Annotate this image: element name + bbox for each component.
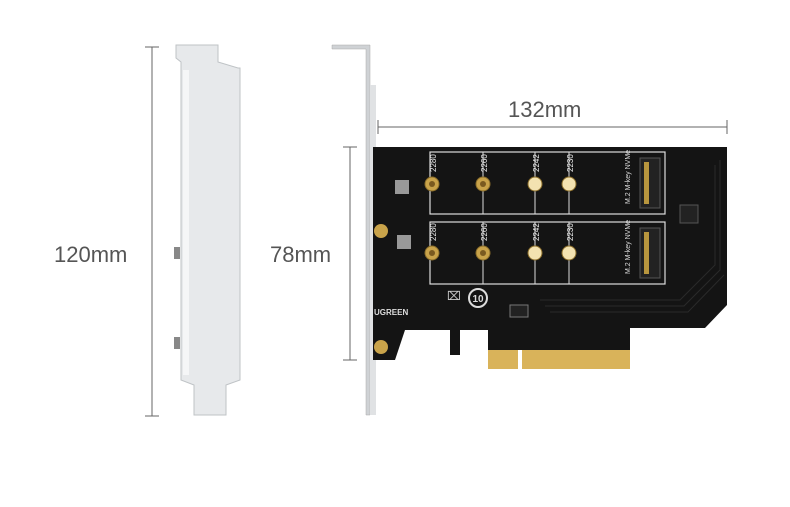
slot-length-label: 2230 <box>566 223 575 241</box>
standoff-center <box>429 250 435 256</box>
chip <box>509 304 529 318</box>
slot-length-label: 2242 <box>532 154 541 172</box>
slot-length-label: 2260 <box>480 223 489 241</box>
standoff-hole <box>561 245 577 261</box>
slot-length-label: 2260 <box>480 154 489 172</box>
bracket-front <box>175 44 241 416</box>
height-dimension-line <box>145 46 159 417</box>
eco-mark: 10 <box>472 294 484 305</box>
standoff-center <box>480 250 486 256</box>
card-height-label: 78mm <box>270 242 332 267</box>
standoff-hole <box>527 245 543 261</box>
slot-type-label: M.2 M-key NVMe <box>625 150 632 204</box>
screw <box>374 340 388 354</box>
m2-connector <box>639 157 661 209</box>
card-height-dimension-line <box>343 146 357 361</box>
standoff-hole <box>527 176 543 192</box>
controller-chip <box>679 204 699 224</box>
weee-bin-icon: ⌧ <box>447 289 461 303</box>
key-notch <box>518 350 522 369</box>
connector-pins <box>644 232 649 274</box>
slot-type-label: M.2 M-key NVMe <box>625 220 632 274</box>
standoff-hole <box>561 176 577 192</box>
bracket-tab <box>174 337 180 349</box>
slot-length-label: 2230 <box>566 154 575 172</box>
screw <box>374 224 388 238</box>
eco-mark-icon <box>468 288 488 308</box>
chip <box>397 235 411 249</box>
standoff-center <box>429 181 435 187</box>
m2-connector <box>639 227 661 279</box>
pcb-board <box>373 147 727 360</box>
standoff-center <box>480 181 486 187</box>
chip <box>395 180 409 194</box>
card-length-dimension-line <box>377 120 728 134</box>
slot-length-label: 2242 <box>532 223 541 241</box>
pcb-traces <box>540 160 725 313</box>
brand-logo: UGREEN <box>374 308 408 317</box>
bracket-tab <box>174 247 180 259</box>
connector-pins <box>644 162 649 204</box>
gold-fingers <box>488 350 630 369</box>
slot-length-label: 2280 <box>429 223 438 241</box>
slot-length-label: 2280 <box>429 154 438 172</box>
bracket-height-label: 120mm <box>54 242 128 267</box>
bracket-highlight <box>183 70 189 375</box>
bracket-side <box>331 44 371 416</box>
card-length-label: 132mm <box>508 97 582 122</box>
